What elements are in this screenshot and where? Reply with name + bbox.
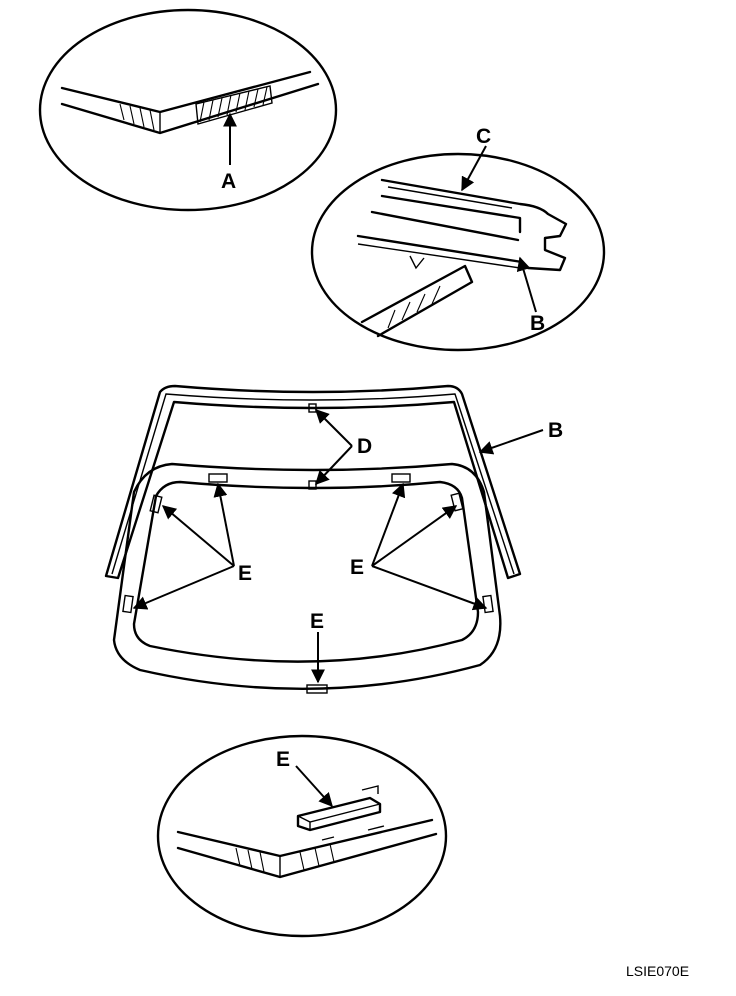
glass-edge-e xyxy=(176,818,438,879)
arrow-c xyxy=(461,145,487,192)
spacer-e-block xyxy=(296,785,385,841)
windshield-outer xyxy=(112,462,502,691)
molding-profile xyxy=(356,178,568,272)
label-e-left: E xyxy=(238,562,252,585)
windshield-inner xyxy=(132,480,480,663)
detail-circle-a: A xyxy=(38,8,338,212)
glass-edge-a xyxy=(60,70,320,135)
glass-edge-bc xyxy=(360,255,474,338)
label-e-bottom: E xyxy=(310,610,324,633)
label-c: C xyxy=(476,125,491,148)
label-b-detail: B xyxy=(530,312,545,335)
label-a: A xyxy=(221,170,236,193)
spacer-e-markers xyxy=(122,473,494,694)
molding-b-outline xyxy=(104,384,522,580)
hatched-area-a xyxy=(195,85,273,125)
label-e-right: E xyxy=(350,556,364,579)
windshield-assembly: D B E E E xyxy=(104,384,563,694)
detail-circle-e: E xyxy=(156,734,448,938)
arrow-e-detail xyxy=(295,765,333,808)
label-b-main: B xyxy=(548,419,563,442)
label-d: D xyxy=(357,435,372,458)
figure-reference: LSIE070E xyxy=(626,963,689,979)
label-e-detail: E xyxy=(276,748,290,771)
detail-circle-bc: C B xyxy=(310,125,606,352)
spacer-d-markers xyxy=(308,403,317,490)
arrow-b-detail xyxy=(516,256,537,313)
